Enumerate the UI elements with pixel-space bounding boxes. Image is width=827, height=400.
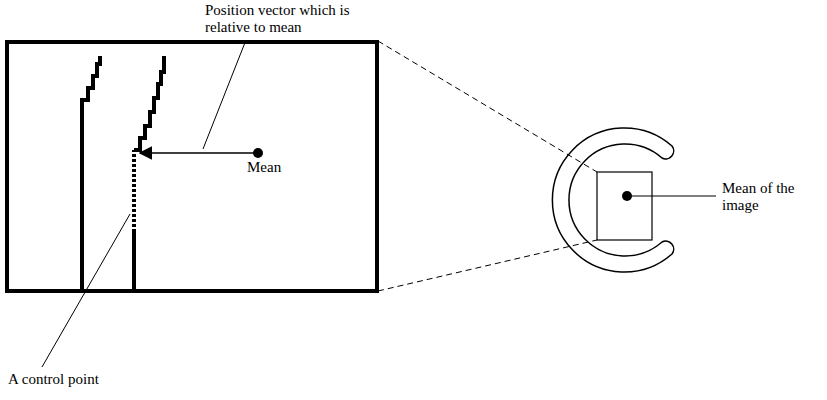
edge-line (82, 56, 100, 290)
zoom-square (597, 172, 652, 240)
edge-line (132, 232, 136, 290)
point-label: Mean (247, 159, 281, 176)
position-vector (140, 152, 258, 154)
zoom-line (378, 240, 597, 291)
edge-line (134, 56, 164, 150)
leader-line (203, 40, 246, 149)
annotation-label: Mean of the image (722, 180, 814, 214)
annotation-label: A control point (8, 371, 168, 388)
mean-dot (253, 148, 263, 158)
c-shape (552, 128, 673, 272)
image-mean-dot (622, 191, 632, 201)
leader-line (632, 196, 716, 197)
zoom-line (378, 41, 597, 172)
annotation-label: Position vector which is relative to mea… (205, 2, 370, 36)
edge-line-dotted (132, 150, 136, 232)
zoom-box: Mean (5, 40, 379, 293)
